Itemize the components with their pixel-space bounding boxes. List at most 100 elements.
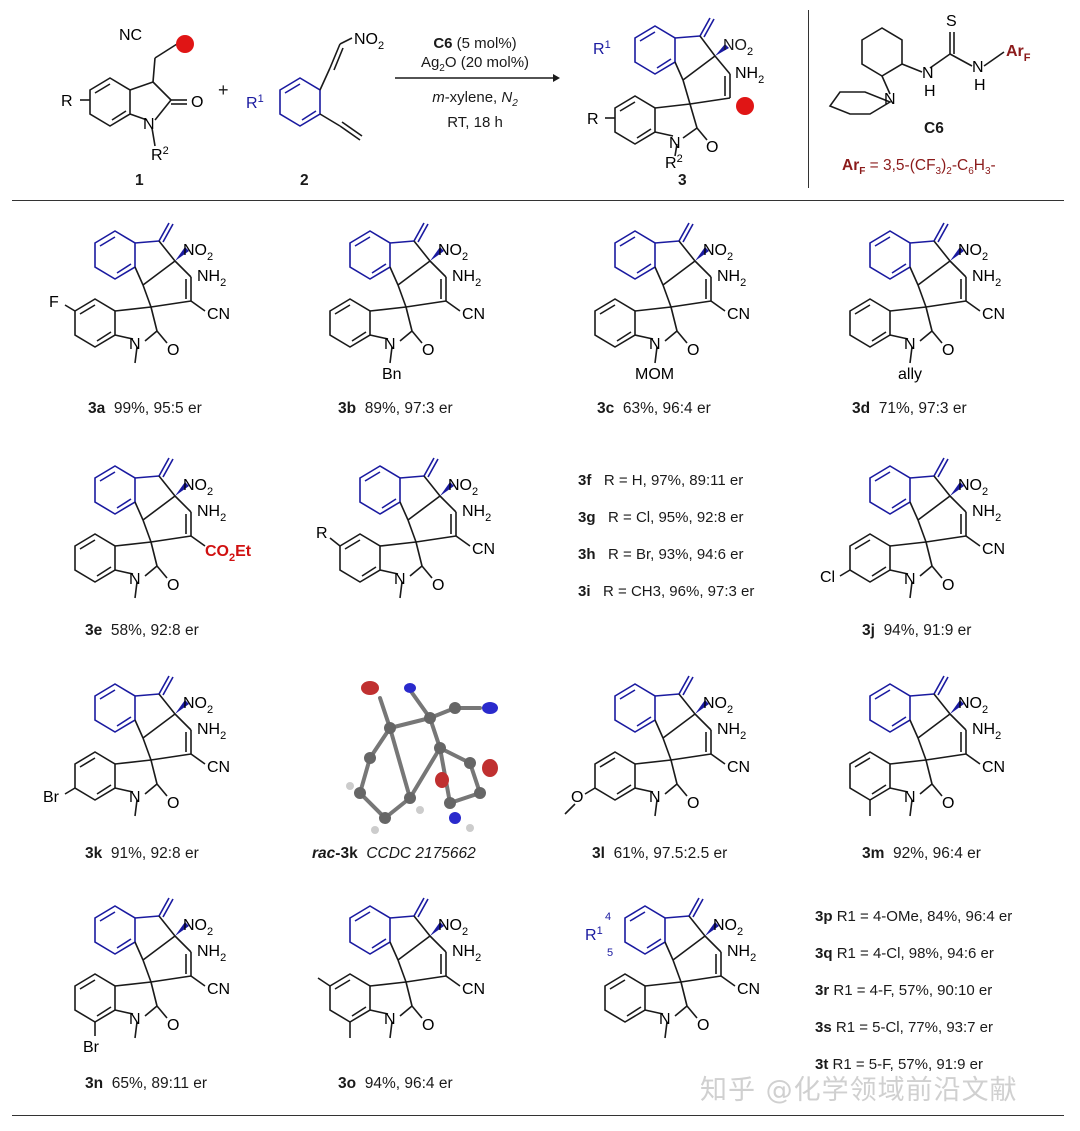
- r2-label: R2: [151, 145, 169, 164]
- n-label: N: [129, 571, 141, 588]
- no2-label: NO2: [703, 695, 733, 716]
- r-label: R: [316, 525, 328, 542]
- r-label: R: [61, 93, 73, 110]
- nh2-label: NH2: [197, 268, 226, 289]
- compound-3b-label: 3b 89%, 97:3 er: [338, 400, 453, 417]
- r-label: R: [587, 111, 599, 128]
- n-sub-label: ally: [898, 366, 922, 383]
- compound-3p-3t-structure: R1 4 5 NO2 NH2 CN O N: [585, 897, 760, 1039]
- compound-3k-structure: Br NO2 NH2 CN O N: [43, 675, 230, 817]
- o-label: O: [167, 795, 179, 812]
- no2-label: NO2: [713, 917, 743, 938]
- compound-3d-structure: NO2 NH2 CN O N ally: [849, 222, 1005, 383]
- o-label: O: [167, 577, 179, 594]
- ring-sub-label: Cl: [820, 569, 835, 586]
- xray-label: rac-3k CCDC 2175662: [312, 845, 476, 862]
- compound-3o-label: 3o 94%, 96:4 er: [338, 1075, 453, 1092]
- series-3p-3t: 3p R1 = 4-OMe, 84%, 96:4 er 3q R1 = 4-Cl…: [815, 898, 1012, 1083]
- o-label: O: [942, 795, 954, 812]
- reactant-1-id: 1: [135, 172, 144, 189]
- ring-sub-label: Br: [43, 789, 60, 806]
- n-label: N: [884, 91, 896, 108]
- no2-label: NO2: [183, 917, 213, 938]
- nh2-label: NH2: [972, 721, 1001, 742]
- top-divider: [12, 200, 1064, 201]
- nh2-label: NH2: [727, 943, 756, 964]
- product-3-structure: NO2 NH2 O N R2 R R1: [587, 17, 764, 172]
- cn-label: CN: [462, 306, 485, 323]
- no2-label: NO2: [958, 242, 988, 263]
- bottom-divider: [12, 1115, 1064, 1116]
- compound-3a-structure: F NO2 NH2 CN O N: [49, 222, 230, 364]
- cn-label: CN: [207, 981, 230, 998]
- n-label: N: [904, 571, 916, 588]
- reactant-1-structure: NC O N R R2: [61, 27, 203, 164]
- nh-label: N: [922, 65, 934, 82]
- cn-label: CN: [982, 759, 1005, 776]
- o-label: O: [422, 1017, 434, 1034]
- compound-3j-structure: Cl NO2 NH2 CN O N: [820, 457, 1005, 599]
- cn-label: NC: [119, 27, 142, 44]
- n-label: N: [394, 571, 406, 588]
- catalyst-id: C6: [924, 120, 944, 137]
- nh2-label: NH2: [197, 503, 226, 524]
- cn-label: CN: [982, 306, 1005, 323]
- reaction-conditions: C6 (5 mol%) Ag2O (20 mol%): [420, 35, 530, 74]
- no2-label: NO2: [183, 695, 213, 716]
- nh2-label: NH2: [735, 65, 764, 86]
- compound-3n-label: 3n 65%, 89:11 er: [85, 1075, 208, 1092]
- r1-label: R1: [246, 93, 264, 112]
- o-label: O: [942, 577, 954, 594]
- cn-label: CN: [462, 981, 485, 998]
- list-item: 3i R = CH3, 96%, 97:3 er: [578, 583, 755, 600]
- compound-3k-label: 3k 91%, 92:8 er: [85, 845, 199, 862]
- compound-3f-3i-structure: R NO2 NH2 CN O N: [316, 457, 495, 599]
- nh2-label: NH2: [972, 503, 1001, 524]
- cn-label: CN: [727, 759, 750, 776]
- o-label: O: [687, 342, 699, 359]
- r1-label: R1: [585, 925, 603, 944]
- list-item: 3q R1 = 4-Cl, 98%, 94:6 er: [815, 945, 994, 962]
- no2-label: NO2: [723, 37, 753, 58]
- nh2-label: NH2: [197, 721, 226, 742]
- h-label: H: [924, 83, 936, 100]
- list-item: 3r R1 = 4-F, 57%, 90:10 er: [815, 982, 993, 999]
- reactant-2-id: 2: [300, 172, 309, 189]
- no2-label: NO2: [183, 477, 213, 498]
- o-label: O: [167, 1017, 179, 1034]
- product-3-id: 3: [678, 172, 687, 189]
- reactant-2-structure: NO2 R1: [246, 31, 384, 141]
- nh2-label: NH2: [462, 503, 491, 524]
- scheme-divider: [808, 10, 809, 188]
- compound-3e-structure: NO2 NH2 CO2Et O N: [74, 457, 252, 599]
- nh2-label: NH2: [197, 943, 226, 964]
- compound-3b-structure: NO2 NH2 CN O N Bn: [329, 222, 485, 383]
- n-label: N: [659, 1011, 671, 1028]
- n-label: N: [649, 789, 661, 806]
- nh2-label: NH2: [452, 943, 481, 964]
- cn-label: CN: [727, 306, 750, 323]
- n-label: N: [129, 1011, 141, 1028]
- n-label: N: [143, 116, 155, 133]
- compound-3e-label: 3e 58%, 92:8 er: [85, 622, 199, 639]
- r1-label: R1: [593, 39, 611, 58]
- ewg-label: CO2Et: [205, 543, 252, 564]
- list-item: 3p R1 = 4-OMe, 84%, 96:4 er: [815, 908, 1013, 925]
- o-label: O: [191, 94, 203, 111]
- no2-label: NO2: [958, 477, 988, 498]
- nh2-label: NH2: [452, 268, 481, 289]
- nh2-label: NH2: [717, 721, 746, 742]
- compound-3a-label: 3a 99%, 95:5 er: [88, 400, 202, 417]
- position-5-label: 5: [607, 947, 613, 959]
- r2-label: R2: [665, 153, 683, 172]
- list-item: 3s R1 = 5-Cl, 77%, 93:7 er: [815, 1019, 994, 1036]
- nh2-label: NH2: [972, 268, 1001, 289]
- no2-label: NO2: [703, 242, 733, 263]
- n-label: N: [384, 1011, 396, 1028]
- list-item: 3g R = Cl, 95%, 92:8 er: [578, 509, 744, 526]
- n-label: N: [669, 135, 681, 152]
- no2-label: NO2: [183, 242, 213, 263]
- o-label: O: [697, 1017, 709, 1034]
- cn-label: CN: [737, 981, 760, 998]
- compound-3j-label: 3j 94%, 91:9 er: [862, 622, 972, 639]
